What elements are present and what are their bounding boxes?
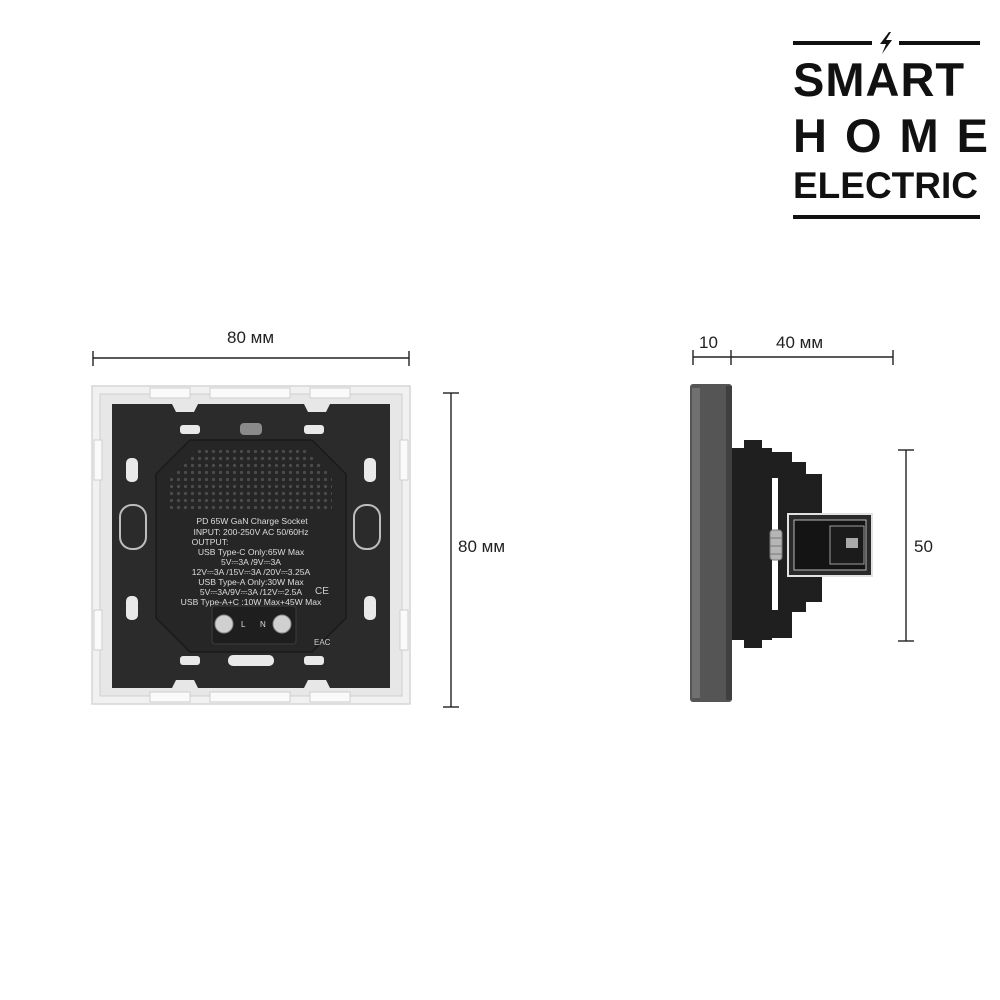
eac-mark: EAC [314,638,331,647]
side-body-height-label: 50 [914,537,933,556]
terminal-screw-n [272,614,292,634]
side-screw [769,529,783,561]
spec-line: 5V⎓3A /9V⎓3A [221,557,281,567]
spec-line: 5V⎓3A/9V⎓3A /12V⎓2.5A [200,587,303,597]
spec-line: USB Type-A+C :10W Max+45W Max [181,597,322,607]
spec-line: 12V⎓3A /15V⎓3A /20V⎓3.25A [192,567,311,577]
logo-word-electric: ELECTRIC [793,165,978,206]
ventilation-grid [170,450,332,512]
logo-bottom-rule [793,215,980,219]
terminal-block [211,605,297,645]
spec-line: OUTPUT: [192,537,229,547]
socket-side-view [690,384,873,702]
side-body-depth-label: 40 мм [776,333,824,352]
mounting-slots [119,423,381,666]
terminal-label-l: L [241,620,246,629]
spec-line: USB Type-C Only:65W Max [198,547,305,557]
socket-front-view: PD 65W GaN Charge Socket INPUT: 200-250V… [91,385,411,705]
logo-word-home: HOME [793,109,1000,162]
spec-line: INPUT: 200-250V AC 50/60Hz [193,527,308,537]
lightning-bolt-icon [880,32,892,54]
side-face-plate [690,384,732,702]
side-frame-depth-label: 10 [699,333,718,352]
terminal-label-n: N [260,620,266,629]
spec-line: PD 65W GaN Charge Socket [196,516,308,526]
printed-spec-label: PD 65W GaN Charge Socket INPUT: 200-250V… [181,516,322,607]
logo-word-smart: SMART [793,53,966,106]
brand-logo: SMART HOME ELECTRIC [793,32,1000,224]
logo-top-rule-left [793,41,872,45]
front-height-label: 80 мм [458,537,506,556]
front-width-label: 80 мм [227,328,275,347]
ce-mark: CE [315,586,329,597]
logo-top-rule-right [899,41,980,45]
frame-clips [93,387,409,703]
terminal-screw-l [214,614,234,634]
dimension-lines [92,350,914,708]
spec-line: USB Type-A Only:30W Max [198,577,304,587]
